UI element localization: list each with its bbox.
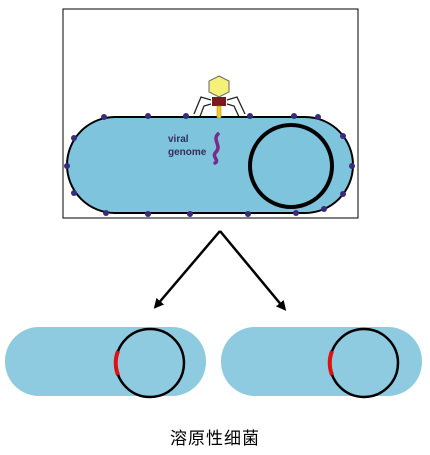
daughter-cell-right-prophage <box>327 350 334 376</box>
daughter-cell-right-body <box>221 327 422 396</box>
phage-tail <box>216 105 222 119</box>
bacteriophage <box>208 75 230 119</box>
bacterial-chromosome <box>248 123 334 209</box>
diagram-caption: 溶原性细菌 <box>170 429 260 449</box>
viral-genome-strand <box>212 132 220 165</box>
arrow-left <box>153 230 221 309</box>
daughter-cell-left-body <box>5 327 206 396</box>
viral-genome-label-line1: viral <box>168 134 189 145</box>
daughter-cell-left-prophage <box>113 350 120 376</box>
phage-legs <box>193 96 246 120</box>
daughter-cell-right <box>221 327 422 399</box>
viral-genome-label-line2: genome <box>168 147 207 158</box>
phage-head <box>208 75 230 98</box>
arrow-right <box>219 230 287 311</box>
daughter-cell-left <box>5 327 206 399</box>
membrane-proteins <box>64 113 355 217</box>
phage-collar <box>212 97 226 106</box>
division-arrows <box>153 230 287 311</box>
